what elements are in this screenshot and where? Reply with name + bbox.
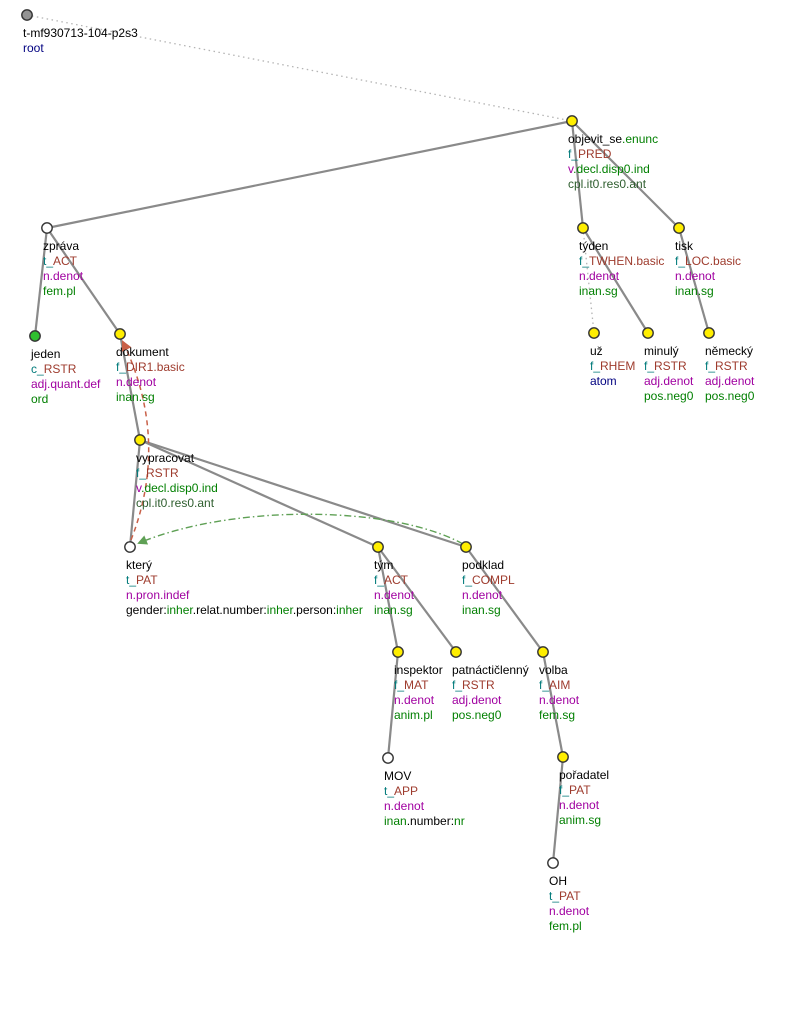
node-ktery[interactable] xyxy=(124,541,136,553)
node-layer xyxy=(21,9,715,869)
node-podklad[interactable] xyxy=(460,541,472,553)
node-vypracovat[interactable] xyxy=(134,434,146,446)
node-objevit_se[interactable] xyxy=(566,115,578,127)
edge-poradatel-oh xyxy=(551,756,565,864)
node-patnacticlenny[interactable] xyxy=(450,646,462,658)
edge-tisk-nemecky xyxy=(677,227,711,334)
node-tyden[interactable] xyxy=(577,222,589,234)
edge-inspektor-mov xyxy=(386,651,400,759)
edge-objevit_se-tisk xyxy=(571,120,680,229)
edge-objevit_se-tyden xyxy=(570,120,585,229)
edge-vypracovat-tym xyxy=(139,438,379,549)
node-inspektor[interactable] xyxy=(392,646,404,658)
edge-zprava-jeden xyxy=(33,227,49,337)
node-zprava[interactable] xyxy=(41,222,53,234)
edge-vypracovat-podklad xyxy=(139,438,467,549)
coref-arrow-layer xyxy=(121,340,464,545)
node-tym[interactable] xyxy=(372,541,384,553)
edge-tym-inspektor xyxy=(376,546,400,653)
node-nemecky[interactable] xyxy=(703,327,715,339)
edge-root-objevit_se xyxy=(26,14,573,122)
node-mov[interactable] xyxy=(382,752,394,764)
edge-objevit_se-zprava xyxy=(46,119,573,230)
node-uz[interactable] xyxy=(588,327,600,339)
edge-zprava-dokument xyxy=(46,227,121,335)
edge-podklad-volba xyxy=(465,546,544,653)
edge-tyden-minuly xyxy=(582,227,649,334)
node-volba[interactable] xyxy=(537,646,549,658)
compl-podklad-ktery xyxy=(137,513,464,545)
edge-volba-poradatel xyxy=(541,651,565,758)
edge-vypracovat-ktery xyxy=(128,439,142,548)
node-oh[interactable] xyxy=(547,857,559,869)
node-dokument[interactable] xyxy=(114,328,126,340)
edge-dokument-vypracovat xyxy=(118,333,142,441)
node-jeden[interactable] xyxy=(29,330,41,342)
node-poradatel[interactable] xyxy=(557,751,569,763)
node-root[interactable] xyxy=(21,9,33,21)
node-tisk[interactable] xyxy=(673,222,685,234)
node-minuly[interactable] xyxy=(642,327,654,339)
coref-ktery-dokument xyxy=(121,340,150,541)
edge-layer xyxy=(26,14,711,864)
edge-tym-patnacticlenny xyxy=(377,546,457,653)
